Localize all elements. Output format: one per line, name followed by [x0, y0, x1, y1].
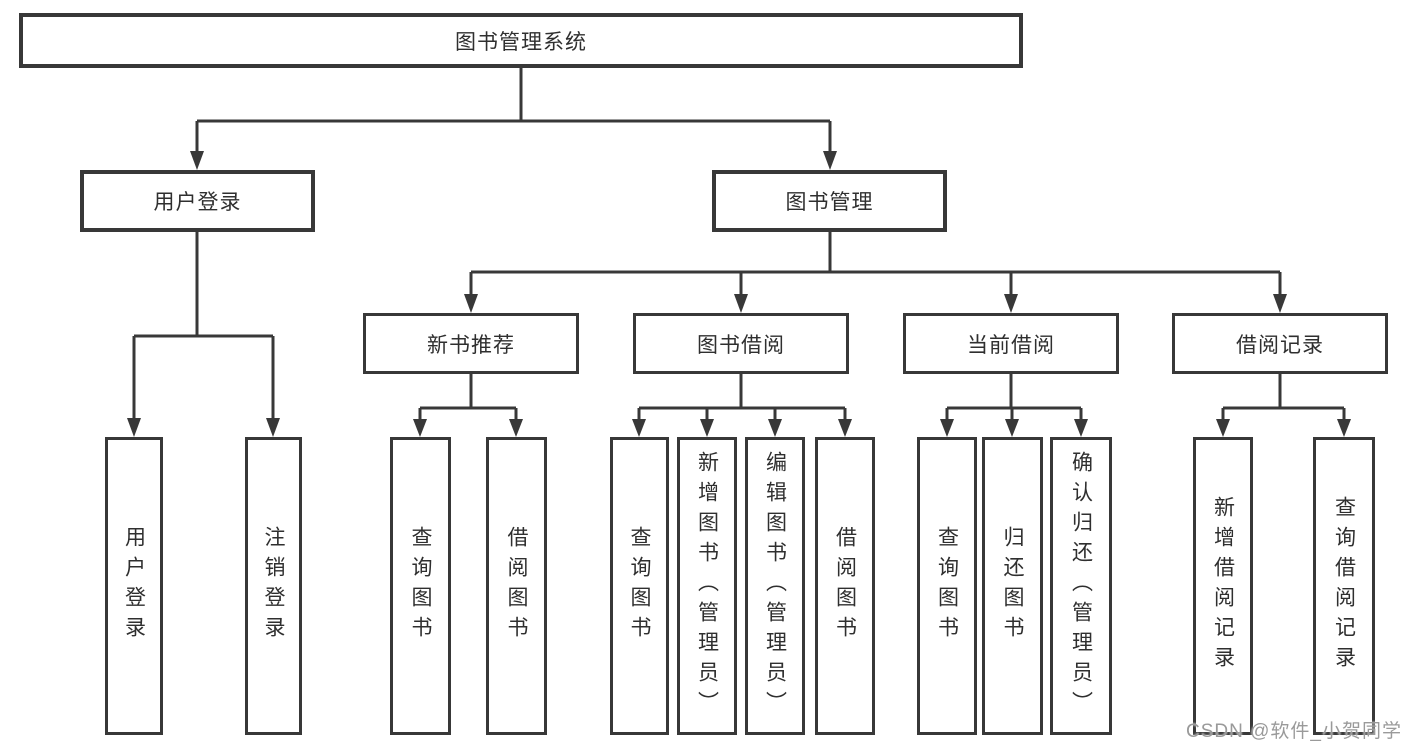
node-label: 新书推荐	[427, 333, 515, 357]
node-cb-return-books: 归还图书	[982, 437, 1043, 735]
node-label: 当前借阅	[967, 333, 1055, 357]
node-borrowing-records: 借阅记录	[1172, 313, 1388, 374]
csdn-watermark: CSDN @软件_小贺同学	[1186, 721, 1402, 742]
node-bb-query-books: 查询图书	[610, 437, 669, 735]
node-label: 新增借阅记录	[1211, 496, 1235, 676]
node-login: 用户登录	[105, 437, 163, 735]
node-label: 注销登录	[262, 526, 285, 646]
node-cb-confirm-return-admin: 确认归还（管理员）	[1050, 437, 1112, 735]
node-nb-query-books: 查询图书	[390, 437, 451, 735]
node-label: 新增图书（管理员）	[695, 451, 719, 721]
node-label: 查询图书	[628, 526, 651, 646]
node-book-management: 图书管理	[712, 170, 947, 232]
node-label: 借阅记录	[1236, 333, 1324, 357]
node-bb-add-books-admin: 新增图书（管理员）	[677, 437, 737, 735]
node-label: 图书借阅	[697, 333, 785, 357]
node-label: 借阅图书	[833, 526, 857, 646]
node-br-add-borrow-record: 新增借阅记录	[1193, 437, 1253, 735]
node-bb-edit-books-admin: 编辑图书（管理员）	[745, 437, 805, 735]
node-cb-query-books: 查询图书	[917, 437, 977, 735]
node-label: 归还图书	[1001, 526, 1024, 646]
node-label: 借阅图书	[505, 526, 528, 646]
node-label: 用户登录	[122, 526, 146, 646]
node-current-borrowing: 当前借阅	[903, 313, 1119, 374]
node-label: 图书管理	[785, 191, 874, 214]
node-label: 确认归还（管理员）	[1069, 451, 1093, 721]
node-br-query-borrow-record: 查询借阅记录	[1313, 437, 1375, 735]
node-new-book-recommendation: 新书推荐	[363, 313, 579, 374]
node-label: 查询图书	[935, 526, 959, 646]
node-logout: 注销登录	[245, 437, 302, 735]
node-bb-borrow-books: 借阅图书	[815, 437, 875, 735]
node-library-management-system: 图书管理系统	[19, 13, 1023, 68]
node-label: 编辑图书（管理员）	[763, 451, 787, 721]
node-user-login: 用户登录	[80, 170, 315, 232]
node-label: 查询图书	[409, 526, 432, 646]
node-label: 图书管理系统	[455, 30, 587, 54]
node-label: 查询借阅记录	[1332, 496, 1356, 676]
node-label: 用户登录	[153, 191, 242, 214]
node-nb-borrow-books: 借阅图书	[486, 437, 547, 735]
node-book-borrowing: 图书借阅	[633, 313, 849, 374]
